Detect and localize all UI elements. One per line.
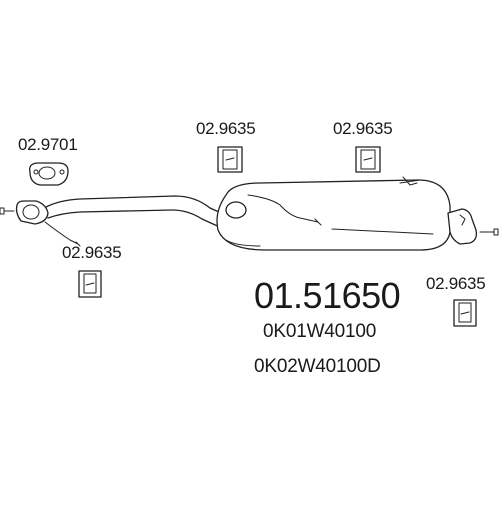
oe-number: 0K01W40100: [263, 321, 377, 342]
oe-number: 0K02W40100D: [254, 356, 381, 377]
tail-pipe-icon: [447, 208, 499, 245]
hanger-part-label-top-right: 02.9635: [333, 119, 393, 138]
rubber-hanger-bottom-right-icon: [453, 299, 477, 327]
clamp-part-label: 02.9701: [18, 135, 78, 154]
rubber-hanger-top-mid-icon: [217, 146, 243, 173]
hanger-part-label-top-mid: 02.9635: [196, 119, 256, 138]
hanger-part-label-bottom-right: 02.9635: [426, 274, 486, 293]
hanger-part-label-bottom-left: 02.9635: [62, 243, 122, 262]
inlet-arrow-icon: [0, 207, 15, 215]
flange-clamp-icon: [29, 162, 69, 186]
rubber-hanger-bottom-left-icon: [78, 270, 102, 298]
front-pipe-icon: [44, 195, 229, 247]
main-part-number: 01.51650: [254, 275, 401, 316]
rubber-hanger-top-right-icon: [355, 146, 381, 173]
muffler-body-icon: [216, 176, 451, 251]
inlet-flange-icon: [15, 200, 49, 225]
